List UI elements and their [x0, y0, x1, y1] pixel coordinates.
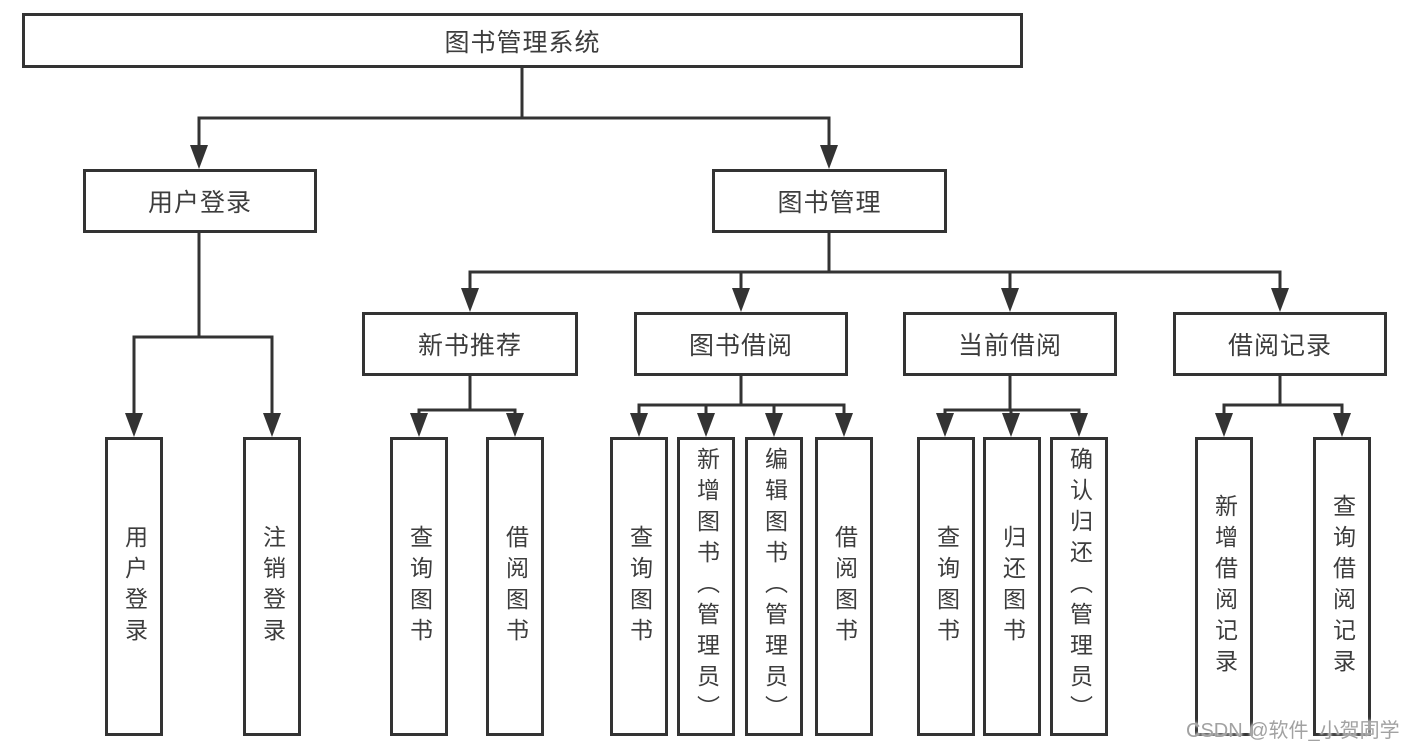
node-borrow-record: 借阅记录 — [1173, 312, 1387, 376]
leaf-edit-books-admin: 编辑图书（管理员） — [745, 437, 803, 736]
leaf-borrow-books-newbook: 借阅图书 — [486, 437, 544, 736]
leaf-return-books: 归还图书 — [983, 437, 1041, 736]
arrow-down-icon — [835, 413, 853, 437]
leaf-query-books-current-label: 查询图书 — [933, 524, 960, 649]
leaf-query-books-borrow-label: 查询图书 — [626, 524, 653, 649]
arrow-down-icon — [461, 288, 479, 312]
leaf-confirm-return-admin: 确认归还（管理员） — [1050, 437, 1108, 736]
node-root-label: 图书管理系统 — [444, 28, 601, 57]
leaf-edit-books-admin-label: 编辑图书（管理员） — [761, 447, 788, 726]
node-user-login-label: 用户登录 — [147, 189, 252, 217]
leaf-logout-login: 注销登录 — [243, 437, 301, 736]
leaf-borrow-books: 借阅图书 — [815, 437, 873, 736]
arrow-down-icon — [1070, 413, 1088, 437]
leaf-query-books-borrow: 查询图书 — [610, 437, 668, 736]
arrow-down-icon — [506, 413, 524, 437]
node-book-borrow-label: 图书借阅 — [688, 332, 793, 360]
leaf-return-books-label: 归还图书 — [999, 524, 1026, 649]
connector-borrowrecord-leaves — [1215, 374, 1351, 437]
leaf-user-login-label: 用户登录 — [121, 524, 148, 649]
connector-newbook-leaves — [410, 374, 524, 437]
leaf-query-borrow-record: 查询借阅记录 — [1313, 437, 1371, 736]
watermark: CSDN @软件_小贺同学 — [1186, 720, 1400, 742]
leaf-add-borrow-record-label: 新增借阅记录 — [1211, 493, 1238, 680]
node-current-borrow: 当前借阅 — [903, 312, 1117, 376]
arrow-down-icon — [1271, 288, 1289, 312]
arrow-down-icon — [765, 413, 783, 437]
leaf-add-books-admin-label: 新增图书（管理员） — [693, 447, 720, 726]
leaf-query-borrow-record-label: 查询借阅记录 — [1329, 493, 1356, 680]
leaf-query-books-current: 查询图书 — [917, 437, 975, 736]
leaf-add-books-admin: 新增图书（管理员） — [677, 437, 735, 736]
leaf-logout-login-label: 注销登录 — [259, 524, 286, 649]
arrow-down-icon — [263, 413, 281, 437]
leaf-query-books-newbook: 查询图书 — [390, 437, 448, 736]
connector-root-to-level1 — [190, 66, 838, 169]
node-new-book-recommend-label: 新书推荐 — [417, 332, 522, 360]
arrow-down-icon — [820, 145, 838, 169]
node-current-borrow-label: 当前借阅 — [957, 332, 1062, 360]
arrow-down-icon — [936, 413, 954, 437]
arrow-down-icon — [410, 413, 428, 437]
arrow-down-icon — [125, 413, 143, 437]
arrow-down-icon — [697, 413, 715, 437]
connector-currentborrow-leaves — [936, 374, 1088, 437]
node-book-management: 图书管理 — [712, 169, 947, 233]
leaf-query-books-newbook-label: 查询图书 — [406, 524, 433, 649]
connector-bookmgmt-to-level2 — [461, 231, 1289, 312]
node-borrow-record-label: 借阅记录 — [1227, 332, 1332, 360]
leaf-borrow-books-newbook-label: 借阅图书 — [502, 524, 529, 649]
connector-userlogin-leaves — [125, 231, 281, 437]
arrow-down-icon — [630, 413, 648, 437]
node-user-login: 用户登录 — [83, 169, 317, 233]
arrow-down-icon — [1002, 413, 1020, 437]
leaf-user-login: 用户登录 — [105, 437, 163, 736]
connector-bookborrow-leaves — [630, 374, 853, 437]
leaf-confirm-return-admin-label: 确认归还（管理员） — [1066, 447, 1093, 726]
arrow-down-icon — [1333, 413, 1351, 437]
node-new-book-recommend: 新书推荐 — [362, 312, 578, 376]
arrow-down-icon — [1001, 288, 1019, 312]
leaf-borrow-books-label: 借阅图书 — [831, 524, 858, 649]
node-book-management-label: 图书管理 — [777, 189, 882, 217]
arrow-down-icon — [190, 145, 208, 169]
leaf-add-borrow-record: 新增借阅记录 — [1195, 437, 1253, 736]
node-book-borrow: 图书借阅 — [634, 312, 848, 376]
arrow-down-icon — [1215, 413, 1233, 437]
node-root: 图书管理系统 — [22, 13, 1023, 68]
arrow-down-icon — [732, 288, 750, 312]
